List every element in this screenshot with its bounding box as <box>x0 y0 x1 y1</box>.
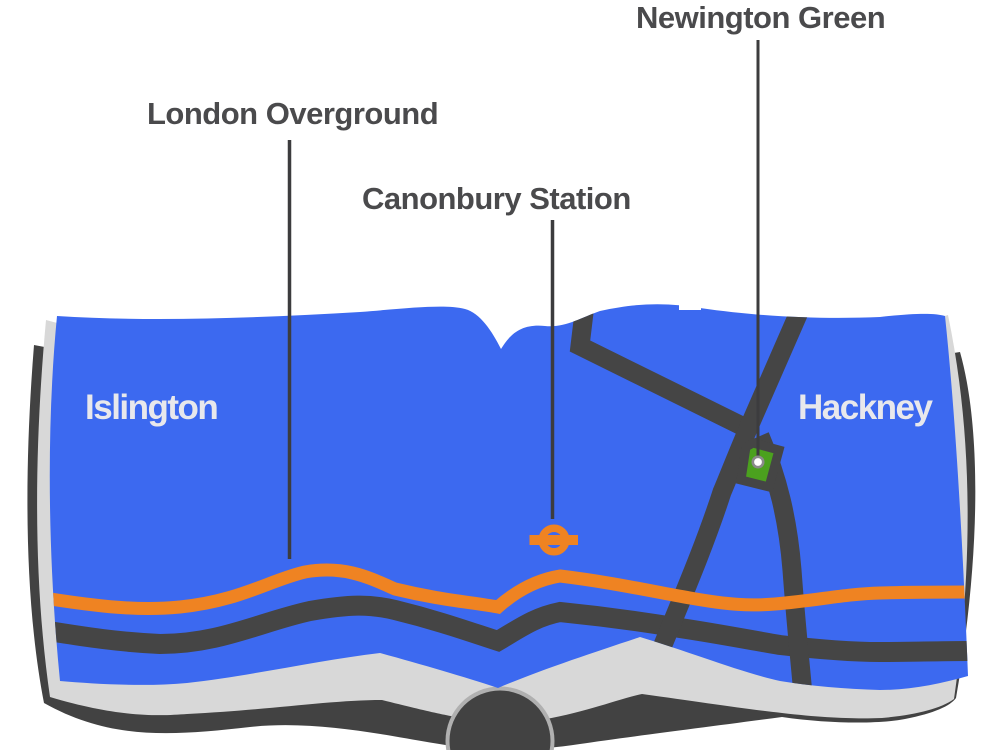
region-label-islington: Islington <box>85 388 217 427</box>
label-newington-green: Newington Green <box>636 0 885 35</box>
road-main-bottom <box>49 595 969 663</box>
tfl-roundel-icon <box>529 524 578 556</box>
white-connector-bar-horizontal <box>532 87 740 137</box>
location-dot-icon <box>751 455 765 469</box>
label-london-overground: London Overground <box>147 96 438 131</box>
roundel-bar <box>529 535 578 545</box>
map-pages <box>49 304 969 690</box>
region-label-hackney: Hackney <box>798 388 934 427</box>
white-callout-connector <box>532 87 740 310</box>
spine-fold <box>449 690 551 750</box>
overground-line <box>49 563 969 616</box>
label-canonbury-station: Canonbury Station <box>362 181 631 216</box>
white-connector-bar-vertical <box>679 130 701 310</box>
